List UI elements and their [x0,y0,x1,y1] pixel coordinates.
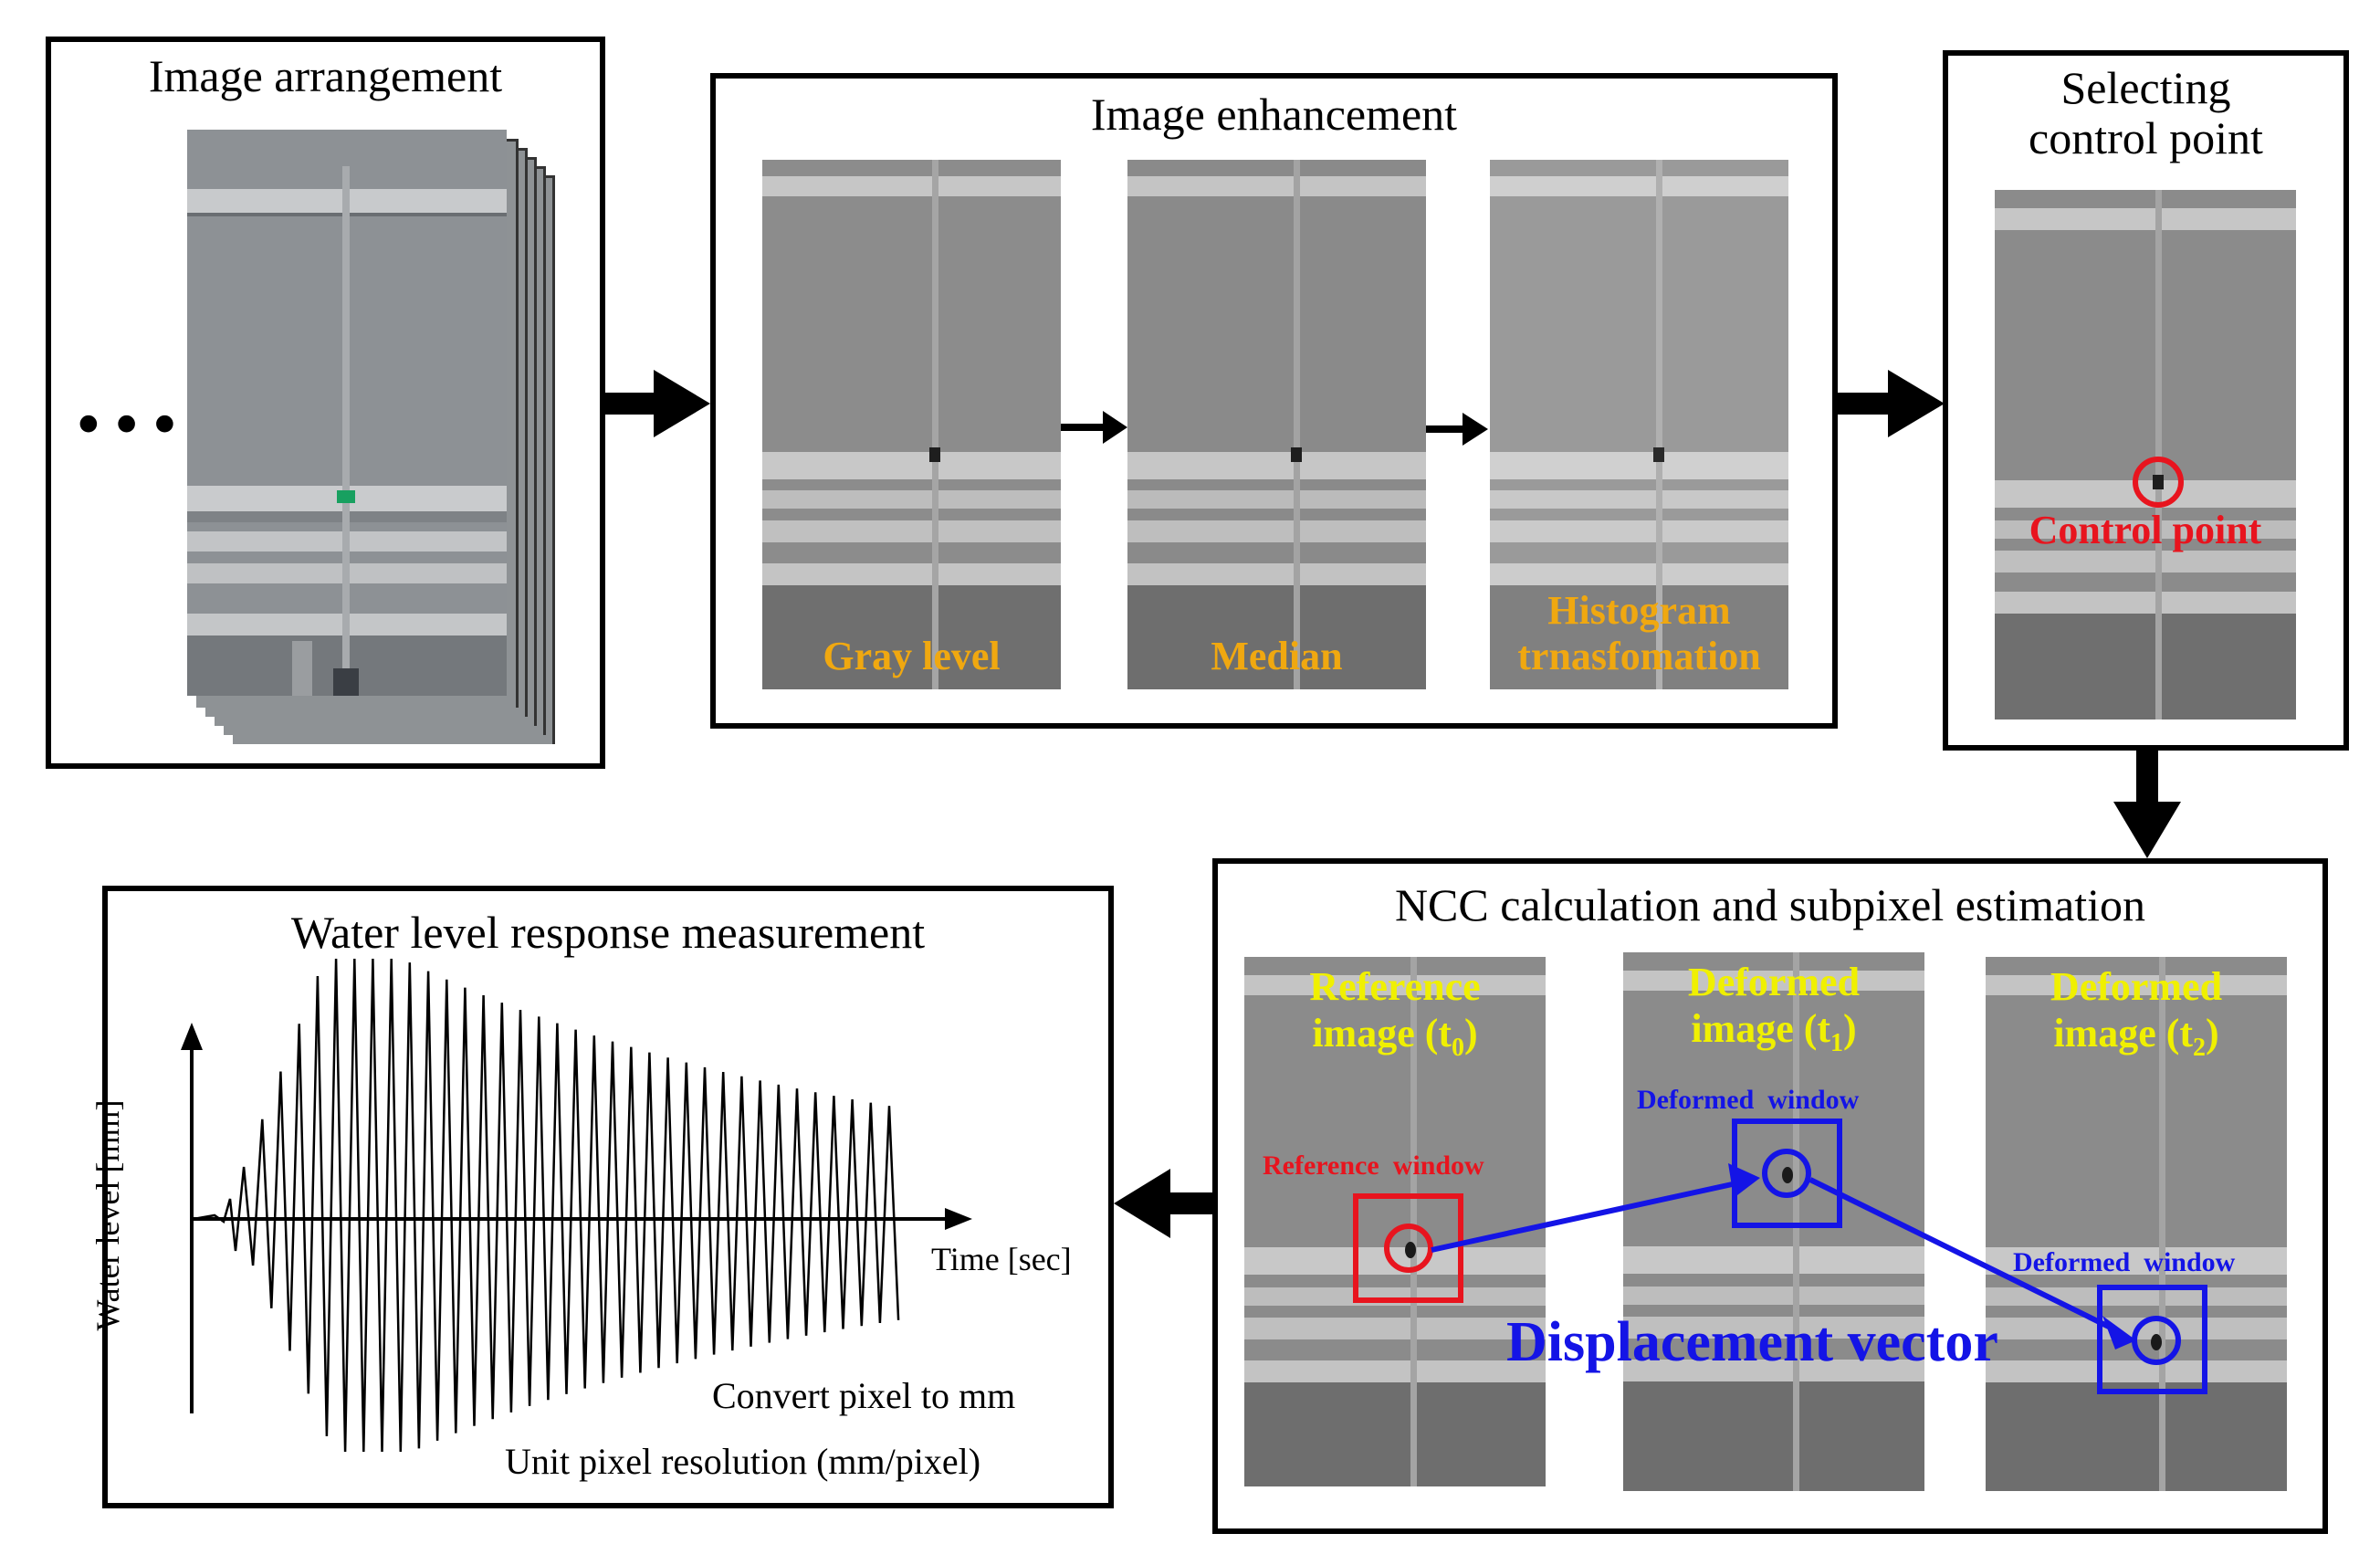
control-point-marker [2133,457,2184,508]
reference-image: Reference image (t0) Reference window [1244,957,1546,1486]
image-enhancement-title: Image enhancement [1090,89,1458,140]
convert-note: Convert pixel to mm [712,1375,1016,1416]
deformed-2-title-subscript: 2 [2193,1033,2207,1062]
reference-window-label: Reference window [1263,1150,1484,1181]
gray-level-photo [762,160,1061,689]
reference-title-line2: image (t [1312,1010,1452,1056]
deformed-2-title-close: ) [2206,1010,2219,1056]
median-label: Median [1211,634,1343,679]
selecting-control-point-title: Selecting control point [2029,62,2263,163]
deformed-1-title-subscript: 1 [1830,1028,1844,1057]
deformed-2-title-line1: Deformed [2050,964,2223,1009]
arrow-shaft-2 [1838,393,1892,415]
arrow-shaft-4 [1164,1192,1215,1214]
reference-title-subscript: 0 [1452,1033,1465,1062]
displacement-vector-label: Displacement vector [1506,1311,1998,1373]
reference-title-close: ) [1464,1010,1478,1056]
reference-title-line1: Reference [1309,964,1481,1009]
gray-level-label: Gray level [823,634,1001,679]
histogram-label: Histogram trnasfomation [1517,587,1761,679]
image-arrangement-title: Image arrangement [148,50,503,101]
ncc-title: NCC calculation and subpixel estimation [1394,879,2146,930]
resolution-note: Unit pixel resolution (mm/pixel) [505,1441,981,1482]
median-photo [1127,160,1426,689]
front-frame [187,130,507,696]
deformed-image-1: Deformed image (t1) Deformed window [1623,952,1924,1491]
deformed-image-2: Deformed image (t2) Deformed window [1986,957,2287,1491]
deformed-2-title: Deformed image (t2) [1986,964,2287,1063]
control-point-photo [1995,190,2296,719]
deformed-1-title-close: ) [1843,1005,1857,1051]
arrow-head-2 [1888,370,1945,437]
arrow-shaft-1 [605,393,658,415]
arrow-head-1 [654,370,710,437]
front-frame-image [187,130,507,696]
deformed-window-label-2: Deformed window [2013,1247,2236,1277]
control-point-image: Control point [1995,190,2296,719]
histogram-image: Histogram trnasfomation [1490,160,1788,689]
median-image: Median [1127,160,1426,689]
y-axis-label: Water level [mm] [89,1099,126,1331]
deformed-2-title-line2: image (t [2053,1010,2194,1056]
deformed-window-label-1: Deformed window [1637,1085,1860,1115]
deformed-1-title-line2: image (t [1691,1005,1831,1051]
ellipsis: ••• [71,393,186,460]
arrow-head-3 [2113,802,2181,858]
deformed-photo-2 [1986,957,2287,1491]
deformed-1-title-line1: Deformed [1687,960,1861,1004]
histogram-photo [1490,160,1788,689]
image-stack [187,130,555,744]
arrow-shaft-3 [2136,751,2158,805]
gray-level-image: Gray level [762,160,1061,689]
deformed-1-title: Deformed image (t1) [1623,960,1924,1058]
reference-image-title: Reference image (t0) [1244,964,1546,1063]
x-axis-label: Time [sec] [931,1241,1072,1277]
control-point-label: Control point [2029,508,2262,552]
arrow-head-4 [1114,1169,1170,1238]
water-level-title: Water level response measurement [290,907,926,958]
